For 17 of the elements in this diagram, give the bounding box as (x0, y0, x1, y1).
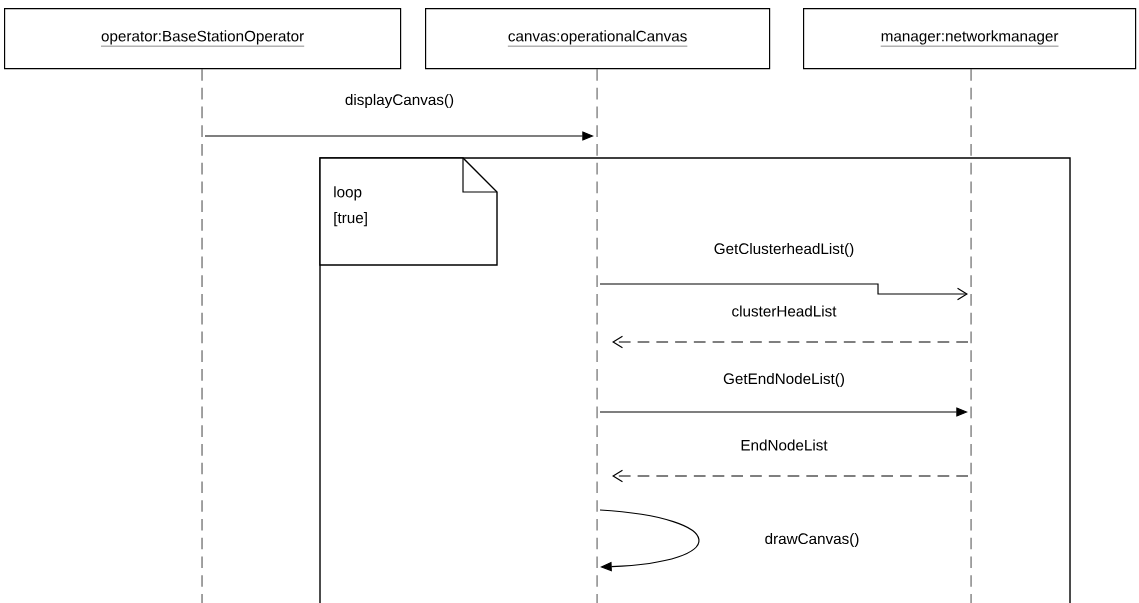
message-label: clusterHeadList (730, 304, 838, 318)
message-label: EndNodeList (739, 438, 829, 452)
message-label: drawCanvas() (763, 531, 861, 549)
message-label: GetEndNodeList() (721, 371, 847, 389)
participant-box: canvas:operationalCanvas (425, 8, 771, 70)
participant-box: operator:BaseStationOperator (4, 8, 402, 70)
message-arrow (599, 509, 700, 572)
message-arrow (612, 335, 969, 349)
lifeline (596, 68, 598, 603)
message-label: displayCanvas() (343, 92, 456, 110)
lifeline (201, 68, 203, 603)
message-arrow (612, 469, 969, 483)
loop-tab: loop [true] (319, 157, 498, 266)
message-label: GetClusterheadList() (712, 241, 856, 259)
message-arrow (599, 283, 968, 301)
lifeline (970, 68, 972, 603)
participant-box: manager:networkmanager (803, 8, 1137, 70)
